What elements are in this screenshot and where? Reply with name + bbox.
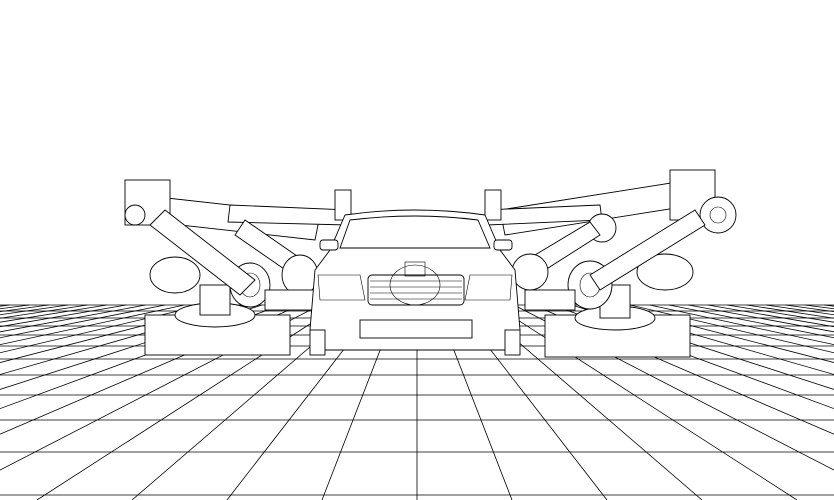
- grid-line-depth: [649, 304, 834, 346]
- grid-line-depth: [668, 304, 834, 339]
- grid-line-depth: [630, 304, 834, 354]
- grid-line-depth: [0, 304, 166, 339]
- robot-arm-left-back: [124, 179, 321, 356]
- grid-line-depth: [0, 304, 185, 346]
- grid-line-depth: [0, 304, 204, 354]
- grid-line-depth: [0, 304, 243, 375]
- grid-line-depth: [0, 304, 224, 363]
- robot-arm-left-front: [227, 189, 352, 311]
- robot-arm-right-front: [484, 189, 617, 311]
- grid-line-depth: [591, 304, 834, 375]
- grid-line-depth: [610, 304, 834, 363]
- car: [309, 209, 521, 356]
